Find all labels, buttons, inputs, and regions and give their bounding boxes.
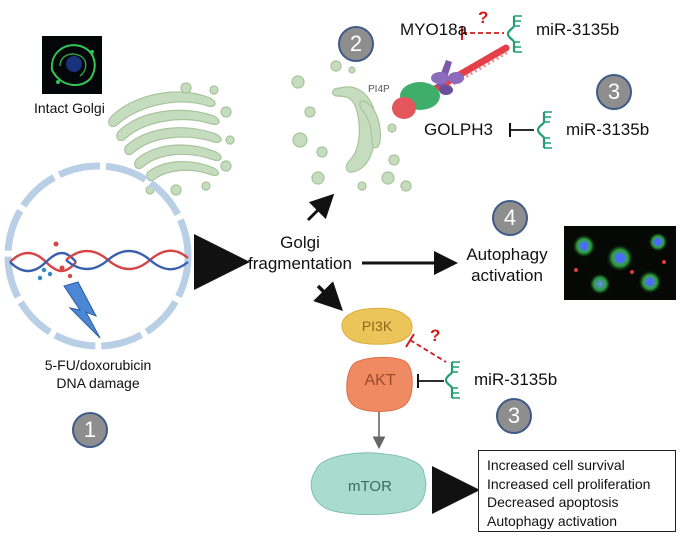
- question-mark-bottom: ?: [430, 326, 441, 345]
- intact-golgi-stack: [108, 82, 235, 196]
- mirna-label-middle: miR-3135b: [566, 120, 650, 139]
- intact-golgi-label: Intact Golgi: [34, 100, 105, 116]
- step-badge-1: 1: [72, 412, 108, 448]
- golgi-fragmentation-line2: fragmentation: [248, 254, 352, 273]
- mirna-hairpin-icon: [536, 111, 552, 149]
- pathway-arrows: [194, 193, 480, 514]
- arrow-fragmentation-to-pi3k: [313, 281, 343, 311]
- dna-damage-line2: DNA damage: [56, 375, 140, 391]
- autophagy-line1: Autophagy: [466, 245, 548, 264]
- mtor-label: mTOR: [348, 478, 392, 495]
- outcome-item: Increased cell proliferation: [487, 475, 651, 492]
- nucleus: [4, 162, 192, 350]
- dna-damage-line1: 5-FU/doxorubicin: [44, 357, 152, 373]
- outcomes-box: Increased cell survival Increased cell p…: [478, 450, 676, 532]
- step-badge-2: 2: [338, 26, 374, 62]
- mirna-hairpin-icon: [506, 15, 522, 53]
- step-badge-3-bottom: 3: [496, 398, 532, 434]
- pi4p-label: PI4P: [368, 84, 390, 95]
- outcome-item: Increased cell survival: [487, 457, 625, 473]
- intact-golgi-micrograph: [42, 36, 102, 94]
- myo18a-label: MYO18a: [400, 20, 468, 39]
- dna-damage-label: 5-FU/doxorubicin DNA damage: [20, 356, 176, 392]
- arrow-fragmentation-to-golgi: [306, 193, 335, 222]
- golph3-label: GOLPH3: [424, 120, 493, 139]
- actin-myosin-complex: [392, 44, 510, 119]
- mirna-label-top: miR-3135b: [536, 20, 620, 39]
- pi3k-protein: [341, 307, 413, 345]
- mtor-protein: [310, 452, 427, 515]
- mirna-label-bottom: miR-3135b: [474, 370, 558, 389]
- step-badge-3-top: 3: [596, 74, 632, 110]
- fluorescence-micrograph-icon: [564, 226, 676, 300]
- outcome-item: Autophagy activation: [487, 512, 617, 529]
- mirna-hairpin-icon: [444, 361, 460, 399]
- akt-label: AKT: [364, 372, 396, 389]
- question-mark-top: ?: [478, 8, 489, 27]
- autophagy-label: Autophagy activation: [462, 244, 552, 286]
- inhibition-lines: [405, 26, 534, 388]
- inhibit-pi3k: [409, 339, 447, 363]
- lightning-bolt-icon: [63, 281, 101, 339]
- pi3k-label: PI3K: [361, 318, 393, 334]
- golgi-fragmentation-label: Golgi fragmentation: [244, 232, 356, 274]
- outcome-item: Decreased apoptosis: [487, 494, 619, 510]
- step-badge-4: 4: [492, 200, 528, 236]
- fragmented-golgi: [291, 60, 412, 192]
- akt-protein: [346, 356, 413, 412]
- golgi-fragmentation-line1: Golgi: [280, 233, 320, 252]
- autophagy-line2: activation: [471, 266, 543, 285]
